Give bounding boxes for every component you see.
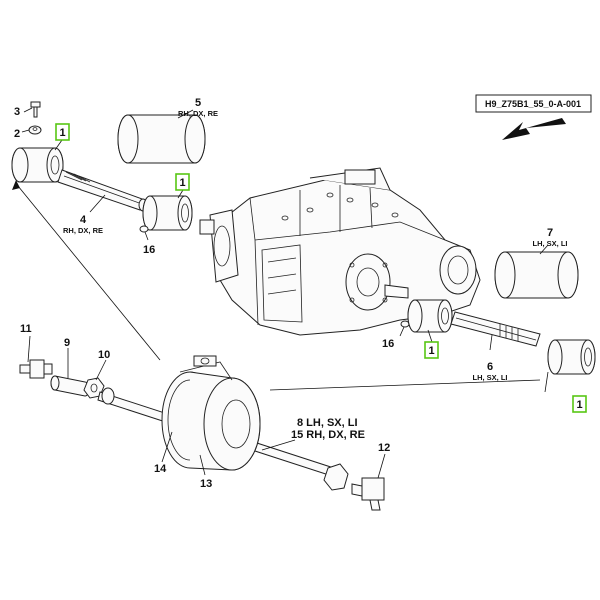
splined-shaft-part-right <box>450 311 541 347</box>
pin-part <box>50 375 90 397</box>
callout-1b: 1 <box>175 173 190 191</box>
tube-sleeve-part <box>117 114 206 164</box>
svg-text:1: 1 <box>179 177 185 189</box>
splined-shaft-part <box>57 169 148 212</box>
front-arrow-icon <box>502 118 566 140</box>
coupling-part-far-right <box>547 339 596 375</box>
svg-text:1: 1 <box>576 399 582 411</box>
svg-text:LH, SX, LI: LH, SX, LI <box>532 239 567 248</box>
callout-16b: 16 <box>382 338 394 350</box>
svg-text:RH, DX, RE: RH, DX, RE <box>178 109 218 118</box>
callout-13: 13 <box>200 478 212 490</box>
callout-3: 3 <box>14 106 20 118</box>
coupling-part-right <box>407 299 453 333</box>
washer-part <box>28 125 42 135</box>
callout-16a: 16 <box>143 244 155 256</box>
callout-15: 15 RH, DX, RE <box>291 429 365 441</box>
svg-text:6: 6 <box>487 361 493 373</box>
hub-assembly-part <box>161 355 261 471</box>
coupling-part <box>142 195 193 231</box>
small-nut-part <box>139 225 149 233</box>
callout-12: 12 <box>378 442 390 454</box>
coupling-sleeve-part <box>11 147 64 183</box>
callout-1c: 1 <box>424 341 439 359</box>
callout-9: 9 <box>64 337 70 349</box>
svg-text:1: 1 <box>59 127 65 139</box>
callout-2: 2 <box>14 128 20 140</box>
fitting-part <box>19 359 53 379</box>
callout-5: 5 RH, DX, RE <box>178 97 218 118</box>
transmission-housing <box>199 167 481 336</box>
callout-4: 4 RH, DX, RE <box>63 214 103 235</box>
callout-6: 6 LH, SX, LI <box>472 361 507 382</box>
reference-code: H9_Z75B1_55_0-A-001 <box>485 99 581 109</box>
callout-11: 11 <box>20 323 32 335</box>
elbow-fitting-part <box>351 477 385 511</box>
svg-text:5: 5 <box>195 97 201 109</box>
svg-text:7: 7 <box>547 227 553 239</box>
callout-7: 7 LH, SX, LI <box>532 227 567 248</box>
svg-text:RH, DX, RE: RH, DX, RE <box>63 226 103 235</box>
bolt-part <box>30 101 41 118</box>
callout-14: 14 <box>154 463 167 475</box>
callout-1a: 1 <box>55 123 70 141</box>
svg-text:4: 4 <box>80 214 87 226</box>
small-nut-part-right <box>400 320 410 328</box>
tube-sleeve-part-right <box>494 251 579 299</box>
callout-1d: 1 <box>572 395 587 413</box>
svg-text:LH, SX, LI: LH, SX, LI <box>472 373 507 382</box>
callout-10: 10 <box>98 349 110 361</box>
svg-text:1: 1 <box>428 345 434 357</box>
leader-lines <box>12 107 549 479</box>
callout-8: 8 LH, SX, LI <box>297 417 358 429</box>
reference-code-box: H9_Z75B1_55_0-A-001 <box>475 94 592 113</box>
